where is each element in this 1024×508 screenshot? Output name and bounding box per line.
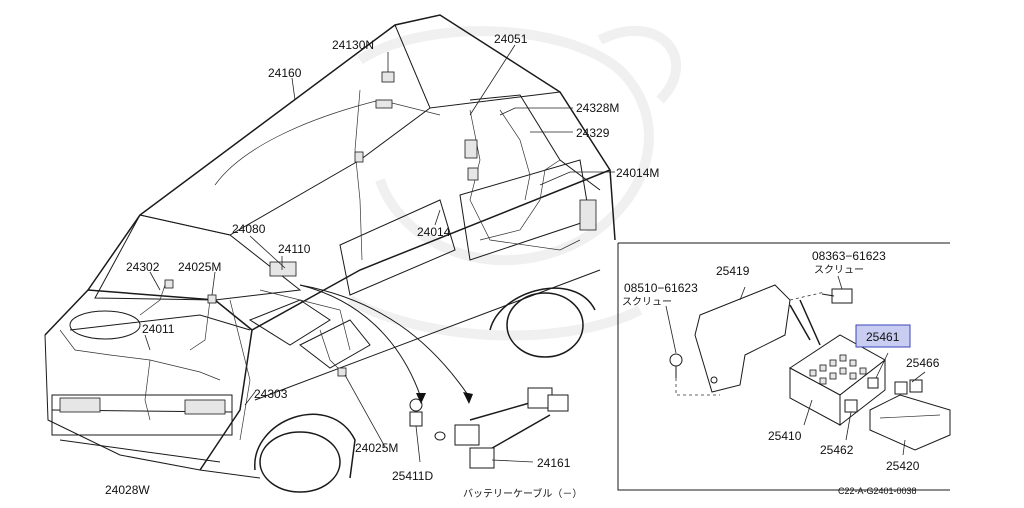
label-24025M-bottom: 24025M bbox=[355, 441, 398, 455]
label-24110: 24110 bbox=[278, 242, 311, 256]
part-labels: 24130N 24051 24160 24328M 24329 24014M 2… bbox=[105, 32, 940, 500]
label-24080: 24080 bbox=[232, 222, 266, 236]
label-08510-61623: 08510−61623 bbox=[624, 281, 698, 295]
battery-cable-parts bbox=[409, 387, 569, 469]
label-24051: 24051 bbox=[494, 32, 528, 46]
harness-lines bbox=[59, 89, 581, 441]
label-24130N: 24130N bbox=[332, 38, 374, 52]
label-25466: 25466 bbox=[906, 356, 940, 370]
label-screw-1: スクリュー bbox=[814, 264, 864, 276]
label-25411D: 25411D bbox=[392, 469, 433, 483]
label-24302: 24302 bbox=[126, 260, 160, 274]
fuse-slots bbox=[809, 354, 867, 385]
label-25419: 25419 bbox=[716, 264, 750, 278]
label-24014: 24014 bbox=[417, 225, 451, 239]
label-24329: 24329 bbox=[576, 126, 610, 140]
label-24328M: 24328M bbox=[576, 101, 619, 115]
figure-code: C22-A-G2401-0038 bbox=[838, 486, 917, 496]
fuse-block-inset bbox=[617, 242, 951, 491]
label-25420: 25420 bbox=[886, 459, 920, 473]
label-25410: 25410 bbox=[768, 429, 802, 443]
harness-connectors bbox=[164, 71, 597, 377]
label-24028W: 24028W bbox=[105, 483, 150, 497]
label-25461: 25461 bbox=[866, 330, 900, 344]
main-leader-lines bbox=[144, 44, 615, 463]
label-screw-2: スクリュー bbox=[622, 296, 672, 308]
label-24025M-top: 24025M bbox=[178, 260, 221, 274]
label-24014M: 24014M bbox=[616, 166, 659, 180]
label-24161: 24161 bbox=[537, 456, 571, 470]
callout-arrows bbox=[299, 284, 473, 404]
label-24011: 24011 bbox=[142, 322, 175, 336]
label-24303: 24303 bbox=[254, 387, 288, 401]
label-battery-cable: バッテリーケーブル（－） bbox=[463, 487, 582, 500]
highlight-25461 bbox=[855, 324, 911, 348]
label-25462: 25462 bbox=[820, 443, 854, 457]
label-24160: 24160 bbox=[268, 66, 302, 80]
label-08363-61623: 08363−61623 bbox=[812, 249, 886, 263]
